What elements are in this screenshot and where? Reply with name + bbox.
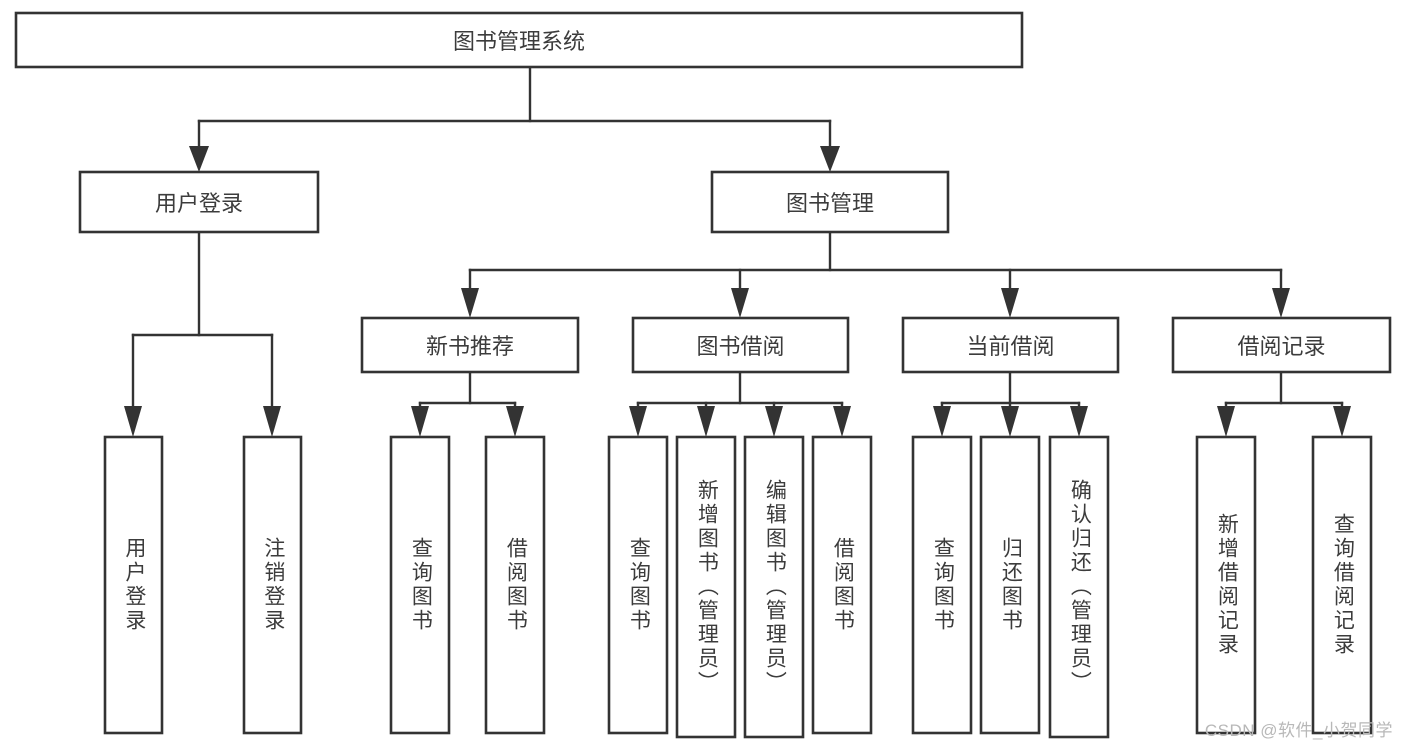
node-box-new-book-recommend[interactable] (360, 316, 580, 374)
arrow-head-leaf-add-record (1217, 406, 1235, 437)
csdn-watermark: CSDN @软件_小贺同学 (1204, 721, 1393, 740)
arrow-head-borrow-record (1272, 288, 1290, 318)
node-box-leaf-user-logout[interactable] (242, 435, 303, 735)
arrow-head-leaf-borrow-book-1 (506, 406, 524, 437)
node-box-current-borrow[interactable] (901, 316, 1120, 374)
node-box-book-manage[interactable] (710, 170, 950, 234)
node-box-leaf-borrow-book-2[interactable] (811, 435, 873, 735)
node-box-leaf-query-book-2[interactable] (607, 435, 669, 735)
arrow-head-leaf-confirm-return (1070, 406, 1088, 437)
arrow-head-user-login (189, 146, 209, 172)
node-box-leaf-confirm-return[interactable] (1048, 435, 1110, 739)
arrow-head-current-borrow (1001, 288, 1019, 318)
connector-layer (124, 65, 1351, 437)
arrow-head-leaf-add-book (697, 406, 715, 437)
node-box-leaf-return-book[interactable] (979, 435, 1041, 735)
node-box-leaf-edit-book[interactable] (743, 435, 805, 739)
arrow-head-leaf-return-book (1001, 406, 1019, 437)
node-box-root[interactable] (14, 11, 1024, 69)
node-box-leaf-add-book[interactable] (675, 435, 737, 739)
node-box-leaf-query-book-1[interactable] (389, 435, 451, 735)
node-box-borrow-record[interactable] (1171, 316, 1392, 374)
node-box-user-login[interactable] (78, 170, 320, 234)
node-box-leaf-borrow-book-1[interactable] (484, 435, 546, 735)
node-box-leaf-add-record[interactable] (1195, 435, 1257, 735)
arrow-head-leaf-borrow-book-2 (833, 406, 851, 437)
node-box-leaf-user-login[interactable] (103, 435, 164, 735)
arrow-head-book-manage (820, 146, 840, 172)
arrow-head-leaf-query-book-1 (411, 406, 429, 437)
arrow-head-book-borrow (731, 288, 749, 318)
arrow-head-leaf-edit-book (765, 406, 783, 437)
node-box-book-borrow[interactable] (631, 316, 850, 374)
node-box-leaf-query-record[interactable] (1311, 435, 1373, 735)
arrow-head-leaf-user-logout (263, 406, 281, 437)
arrow-head-leaf-query-book-3 (933, 406, 951, 437)
node-box-layer (14, 11, 1392, 739)
arrow-head-leaf-query-record (1333, 406, 1351, 437)
node-box-leaf-query-book-3[interactable] (911, 435, 973, 735)
arrow-head-leaf-query-book-2 (629, 406, 647, 437)
arrow-head-leaf-user-login (124, 406, 142, 437)
arrow-head-new-book-recommend (461, 288, 479, 318)
